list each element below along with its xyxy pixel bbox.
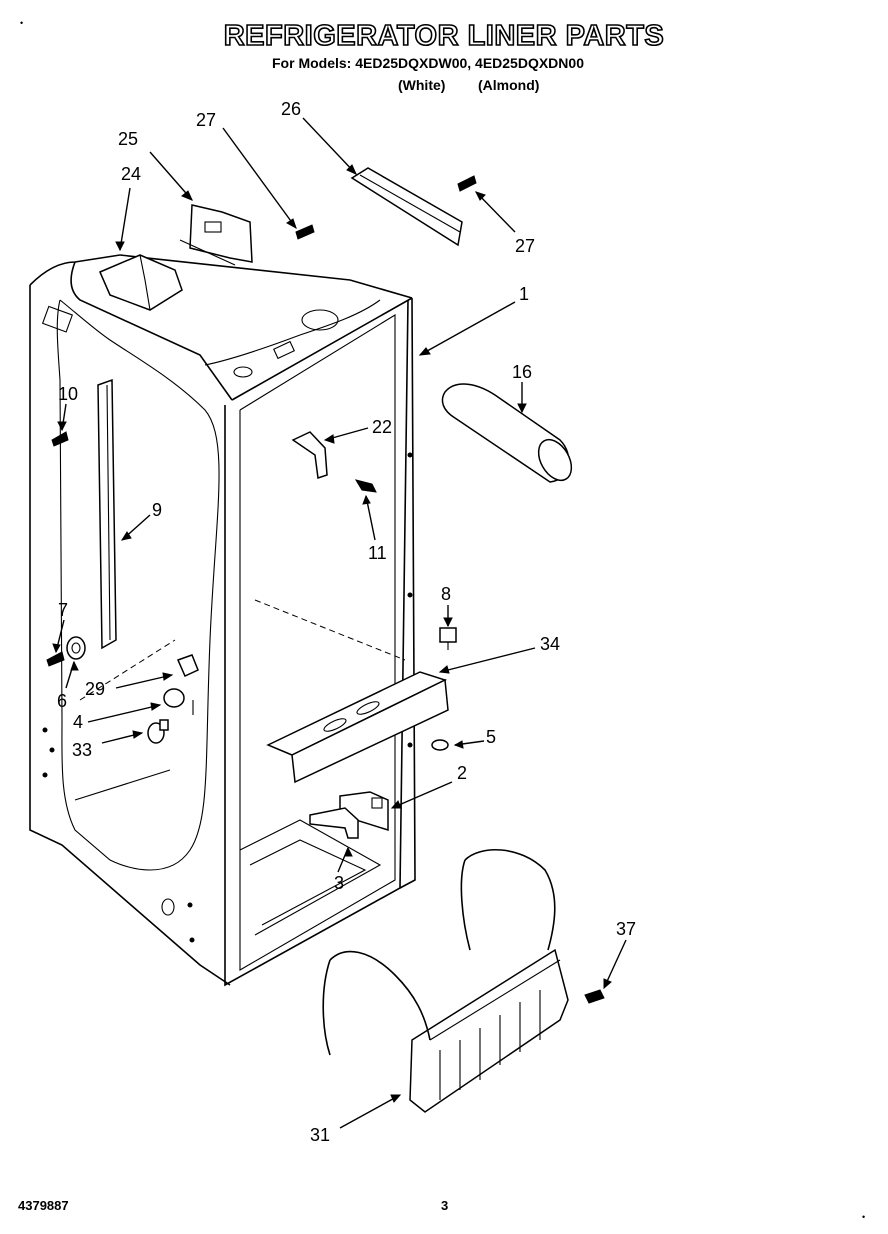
callout-3: 3 <box>334 873 344 893</box>
part-6-knob <box>66 636 86 660</box>
callout-16: 16 <box>512 362 532 382</box>
part-24-housing <box>99 254 183 311</box>
callout-1: 1 <box>519 284 529 304</box>
callout-5: 5 <box>486 727 496 747</box>
part-7-screw <box>46 651 65 667</box>
liner-body <box>29 254 416 987</box>
part-16-tube <box>441 383 573 483</box>
part-9-vertical-rail <box>97 378 117 650</box>
callout-6: 6 <box>57 691 67 711</box>
part-34-shelf <box>266 671 449 784</box>
page-title: REFRIGERATOR LINER PARTS <box>223 19 665 53</box>
callout-10: 10 <box>58 384 78 404</box>
callout-7: 7 <box>58 600 68 620</box>
corner-mark-top-left: • <box>20 18 24 28</box>
callout-22: 22 <box>372 417 392 437</box>
part-11-screw <box>354 479 377 493</box>
part-10-screw <box>51 431 69 447</box>
callout-24: 24 <box>121 164 141 184</box>
callout-2: 2 <box>457 763 467 783</box>
callout-25: 25 <box>118 129 138 149</box>
callout-11: 11 <box>368 543 387 563</box>
callout-27-right: 27 <box>515 236 535 256</box>
callout-4: 4 <box>73 712 83 732</box>
callout-31: 31 <box>310 1125 330 1145</box>
part-25-bracket <box>179 204 253 266</box>
callout-27-top: 27 <box>196 110 216 130</box>
part-8-plug <box>439 627 457 650</box>
variant-white-label: (White) <box>398 77 446 93</box>
part-3-bracket <box>309 807 359 839</box>
callout-9: 9 <box>152 500 162 520</box>
callout-8: 8 <box>441 584 451 604</box>
part-37-screw <box>584 989 605 1004</box>
part-4-knob <box>163 688 185 708</box>
leader-lines <box>52 117 627 1129</box>
variant-almond-label: (Almond) <box>478 77 540 93</box>
document-number: 4379887 <box>18 1198 69 1213</box>
corner-mark-bottom-right: • <box>862 1212 866 1222</box>
part-22-small-bracket <box>291 431 328 479</box>
page-number: 3 <box>441 1198 449 1213</box>
part-5-grommet <box>431 739 449 751</box>
callout-26: 26 <box>281 99 301 119</box>
models-line: For Models: 4ED25DQXDW00, 4ED25DQXDN00 <box>272 55 584 71</box>
part-33-bulb <box>147 719 169 744</box>
part-27-screw-a <box>295 224 315 240</box>
callout-34: 34 <box>540 634 560 654</box>
callout-29: 29 <box>85 679 105 699</box>
part-29-switch <box>176 654 199 678</box>
part-27-screw-b <box>457 175 477 192</box>
callout-37: 37 <box>616 919 636 939</box>
part-31-heater <box>322 849 569 1113</box>
callout-33: 33 <box>72 740 92 760</box>
part-26-top-rail <box>350 167 463 247</box>
